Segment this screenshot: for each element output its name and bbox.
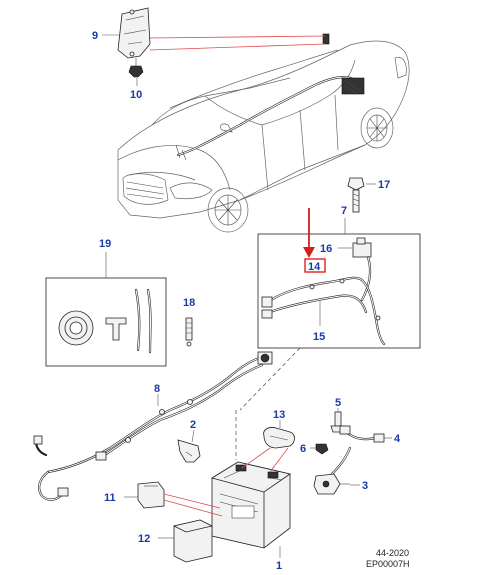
part-17-bolt <box>347 177 365 213</box>
vehicle-outline <box>117 33 410 233</box>
part-19-grommet-kit <box>58 288 152 354</box>
callout-11: 11 <box>104 492 116 504</box>
module-on-vehicle <box>322 33 330 45</box>
callout-15: 15 <box>313 331 325 343</box>
callout-3: 3 <box>362 480 368 492</box>
callout-1: 1 <box>276 560 282 572</box>
callout-14: 14 <box>308 261 321 273</box>
part-3-terminal-clamp <box>313 473 350 495</box>
callout-5: 5 <box>335 397 341 409</box>
callout-7: 7 <box>341 205 347 217</box>
highlight-box-14 <box>304 258 326 273</box>
callout-8: 8 <box>154 383 160 395</box>
part-1-battery <box>211 461 291 549</box>
detail-box-7 <box>257 233 421 349</box>
callout-13: 13 <box>273 409 285 421</box>
footer-code: EP00007H <box>366 559 410 569</box>
part-18-terminal <box>185 317 193 347</box>
callout-9: 9 <box>92 30 98 42</box>
part-15-harness <box>261 276 386 346</box>
callout-4: 4 <box>394 433 401 445</box>
part-13-terminal-cover <box>263 427 295 449</box>
part-4-ground-cable <box>328 425 385 478</box>
callout-6: 6 <box>300 443 306 455</box>
callout-12: 12 <box>138 533 150 545</box>
part-6-nut <box>315 443 329 455</box>
part-11-cover <box>137 481 165 509</box>
part-9-module <box>117 7 151 59</box>
part-2-bracket <box>177 439 201 463</box>
callout-19: 19 <box>99 238 111 250</box>
part-8-main-harness <box>33 351 273 501</box>
callout-10: 10 <box>130 89 142 101</box>
callout-2: 2 <box>190 419 196 431</box>
part-16-connector <box>352 237 372 302</box>
part-12-pad <box>172 519 214 563</box>
callout-18: 18 <box>183 297 195 309</box>
callout-16: 16 <box>320 243 332 255</box>
footer-date: 44-2020 <box>376 548 409 558</box>
callout-17: 17 <box>378 179 390 191</box>
part-10-nut <box>128 58 144 78</box>
red-arrow <box>303 208 315 258</box>
